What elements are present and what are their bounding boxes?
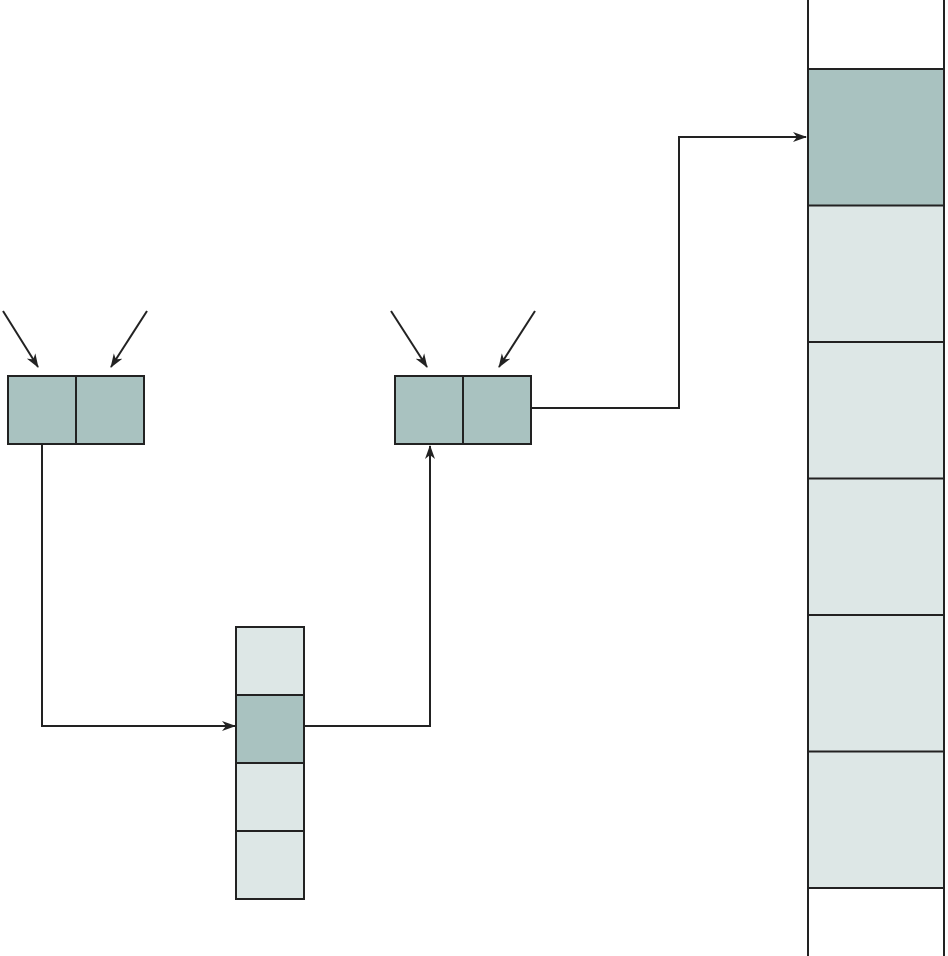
- right-column-cell-2: [807, 204, 945, 343]
- middle-column-cell-3: [235, 762, 305, 832]
- first-entry-incoming-arrow-right: [110, 310, 148, 368]
- second-entry-field-1: [394, 375, 464, 445]
- right-table-column: [807, 68, 945, 889]
- middle-column-cell-4: [235, 830, 305, 900]
- first-entry-incoming-arrow-left: [2, 310, 39, 368]
- right-column-cell-1: [807, 68, 945, 207]
- middle-column-cell-1: [235, 626, 305, 696]
- second-entry-incoming-arrow-right: [498, 310, 536, 368]
- first-entry-box: [7, 375, 145, 445]
- second-entry-incoming-arrow-left: [390, 310, 428, 368]
- right-column-cell-5: [807, 614, 945, 753]
- arrow-second-entry-to-right-cell: [531, 132, 807, 409]
- arrow-middle-cell-to-second-entry: [304, 445, 435, 727]
- middle-column-cell-2: [235, 694, 305, 764]
- right-column-cell-3: [807, 341, 945, 480]
- first-entry-field-2: [75, 375, 145, 445]
- right-column-cell-6: [807, 750, 945, 889]
- arrow-first-entry-to-middle-cell: [41, 444, 236, 731]
- second-entry-field-2: [462, 375, 532, 445]
- second-entry-box: [394, 375, 532, 445]
- right-column-cell-4: [807, 477, 945, 616]
- first-entry-field-1: [7, 375, 77, 445]
- middle-table-column: [235, 626, 305, 900]
